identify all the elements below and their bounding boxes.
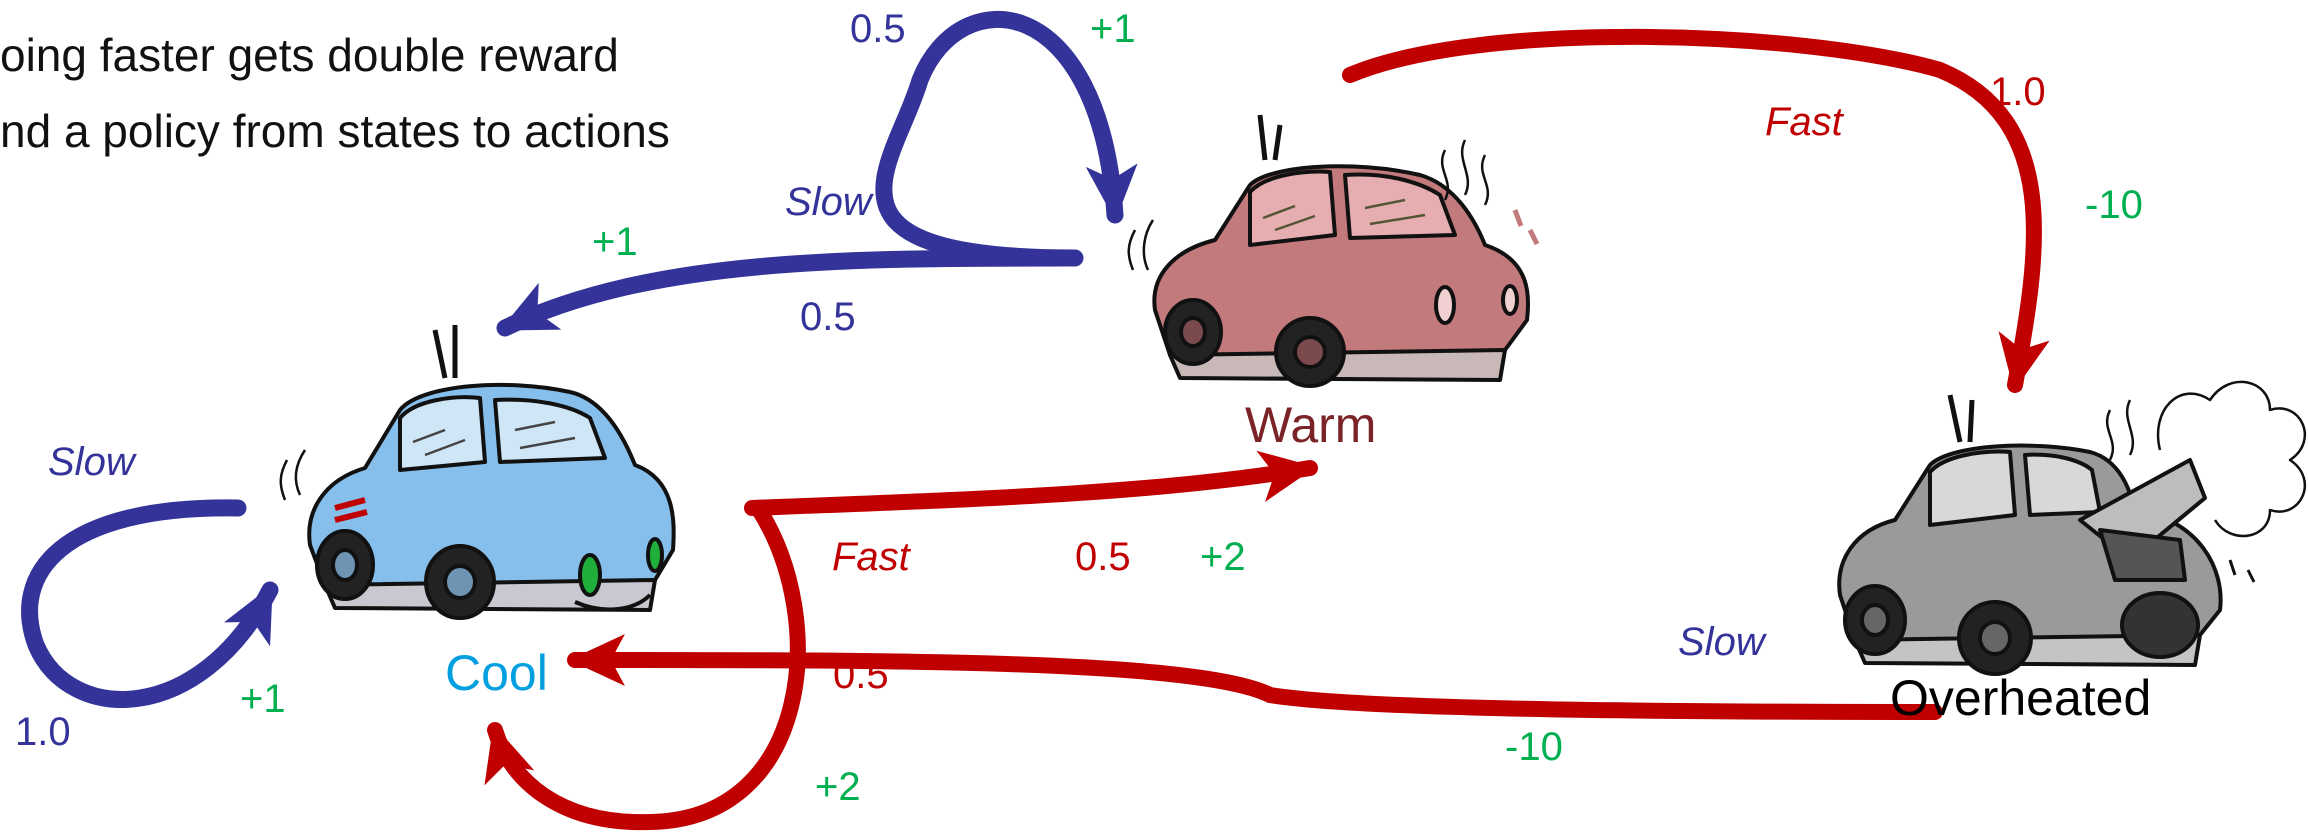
intro-line-2: nd a policy from states to actions — [0, 105, 670, 157]
cool-fast-action: Fast — [832, 535, 912, 579]
over-slow-action: Slow — [1678, 620, 1768, 664]
cool-slow-action: Slow — [48, 440, 138, 484]
warm-fast-action: Fast — [1765, 100, 1845, 144]
arrow-warm-to-overheated — [1342, 28, 2050, 393]
warm-to-over-prob: 1.0 — [1990, 70, 2046, 114]
state-labels: Cool Warm Overheated — [445, 397, 2151, 726]
edge-labels: Slow 1.0 +1 0.5 +1 Slow +1 0.5 Fast 1.0 … — [15, 7, 2143, 809]
over-to-cool-reward: -10 — [1505, 725, 1563, 769]
arrow-warm-slow-loop — [875, 11, 1138, 267]
arrow-cool-to-warm — [744, 450, 1318, 516]
warm-car-icon — [1127, 114, 1540, 388]
arrow-cool-slow-loop — [21, 499, 279, 708]
arrow-overheated-to-cool — [567, 634, 1943, 720]
cool-fast-loop-reward: +2 — [815, 765, 861, 809]
cool-slow-reward: +1 — [240, 677, 286, 721]
state-overheated-label: Overheated — [1890, 670, 2151, 726]
cool-slow-prob: 1.0 — [15, 710, 71, 754]
cool-car-icon — [279, 325, 676, 620]
overheated-car-icon — [1837, 380, 2307, 676]
cool-to-warm-reward: +2 — [1200, 535, 1246, 579]
arrow-cool-fast-loop — [484, 500, 806, 831]
warm-to-over-reward: -10 — [2085, 183, 2143, 227]
state-warm-label: Warm — [1245, 397, 1376, 453]
arrow-warm-to-cool — [496, 249, 1074, 337]
cool-to-warm-prob: 0.5 — [1075, 535, 1131, 579]
warm-loop-reward: +1 — [1090, 7, 1136, 51]
arrows — [21, 11, 2050, 831]
warm-to-cool-prob: 0.5 — [800, 295, 856, 339]
state-cool-label: Cool — [445, 645, 548, 701]
cool-fast-loop-prob: 0.5 — [833, 653, 889, 697]
warm-to-cool-reward: +1 — [592, 220, 638, 264]
warm-slow-action: Slow — [785, 180, 875, 224]
warm-loop-prob: 0.5 — [850, 7, 906, 51]
intro-line-1: oing faster gets double reward — [0, 29, 619, 81]
